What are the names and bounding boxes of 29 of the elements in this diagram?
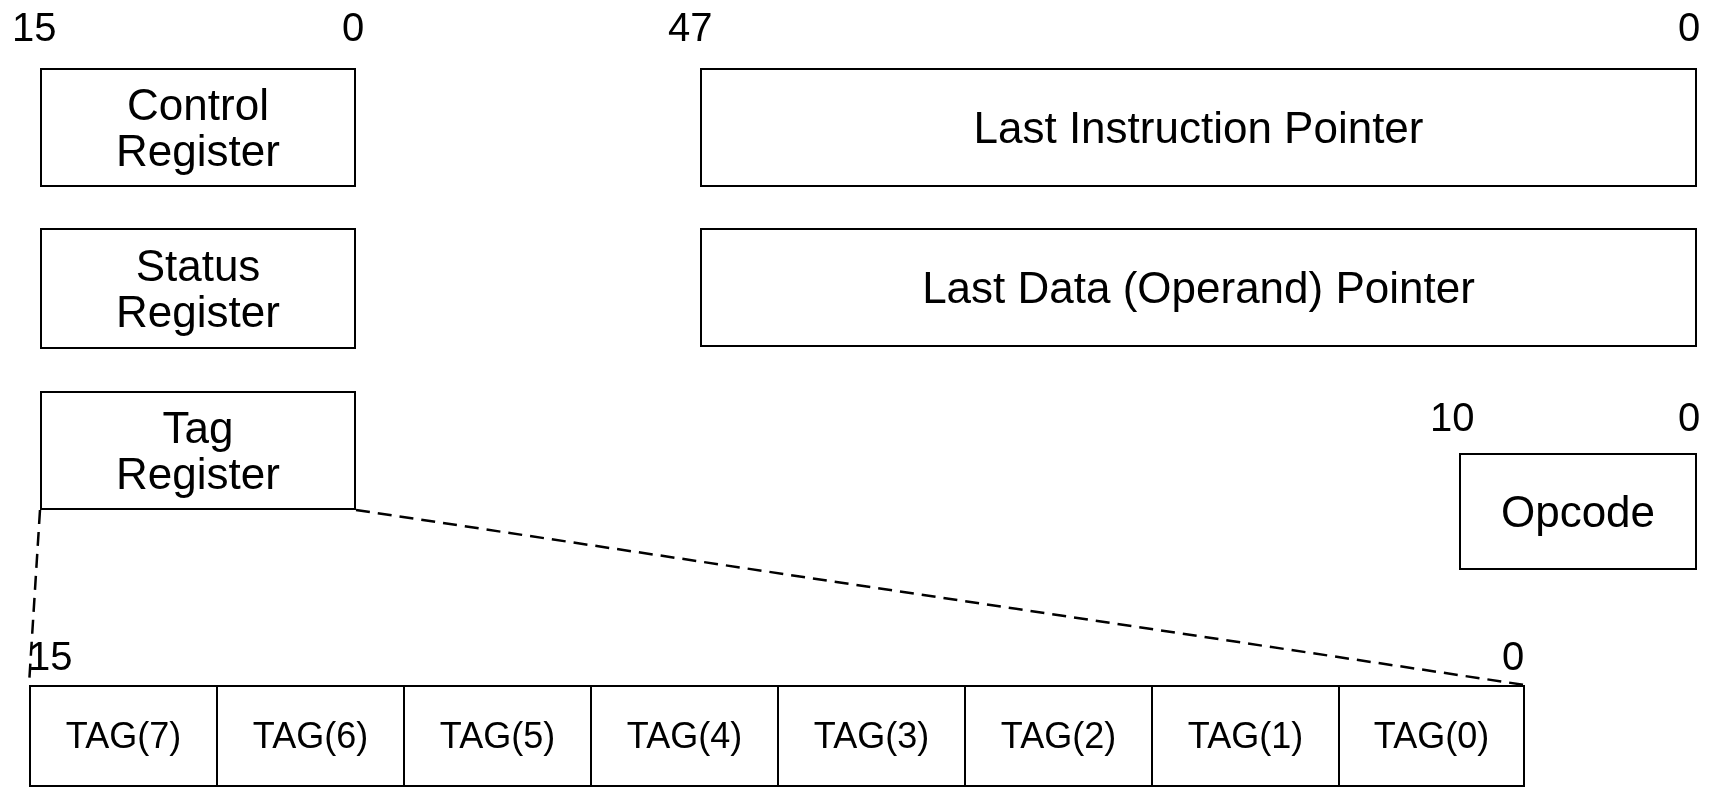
tag-label: TAG(3) [813, 714, 930, 758]
tag-label: TAG(6) [252, 714, 369, 758]
register-label: Control Register [115, 81, 281, 174]
register-box [40, 68, 356, 187]
tag-label: TAG(0) [1373, 714, 1490, 758]
tag-label: TAG(5) [439, 714, 556, 758]
register-box [40, 391, 356, 510]
register-label: Last Instruction Pointer [973, 104, 1424, 151]
tag-label: TAG(7) [65, 714, 182, 758]
tag-label: TAG(4) [626, 714, 743, 758]
register-label: Tag Register [115, 404, 281, 497]
expansion-line [355, 508, 1526, 687]
register-box [1459, 453, 1697, 570]
register-box [700, 68, 1697, 187]
bit-number: 0 [1678, 6, 1701, 48]
bit-number: 0 [1678, 396, 1701, 438]
bit-number: 10 [1430, 396, 1475, 438]
bit-number: 15 [12, 6, 57, 48]
bit-number: 0 [342, 6, 365, 48]
tag-label: TAG(1) [1187, 714, 1304, 758]
register-label: Last Data (Operand) Pointer [922, 264, 1475, 311]
bit-number: 15 [28, 635, 73, 677]
register-box [40, 228, 356, 349]
register-box [700, 228, 1697, 347]
register-label: Status Register [115, 242, 281, 335]
tag-label: TAG(2) [1000, 714, 1117, 758]
register-label: Opcode [1500, 488, 1656, 535]
bit-number: 0 [1502, 635, 1525, 677]
bit-number: 47 [668, 6, 713, 48]
